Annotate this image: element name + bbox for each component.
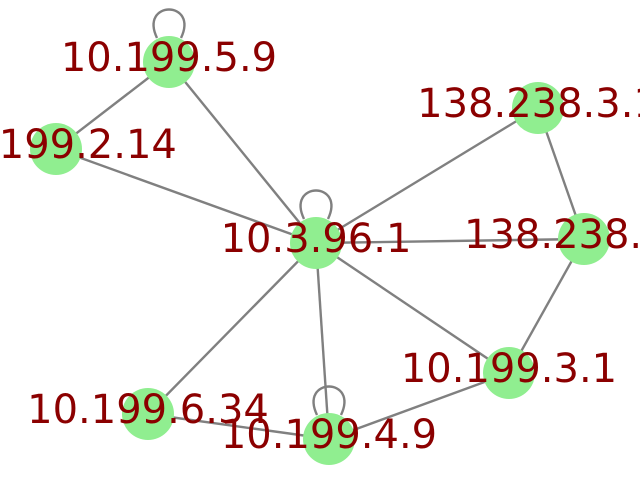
graph-edge [315, 106, 539, 245]
graph-node [122, 388, 174, 440]
self-loop-edge [312, 385, 346, 416]
self-loop-edge [152, 8, 186, 39]
node-label: 138.238.3.1 [417, 81, 640, 127]
self-loop-edge [299, 189, 333, 220]
node-label: 10.3.96.1 [221, 216, 412, 262]
graph-edge [315, 237, 585, 245]
graph-edge [315, 242, 510, 374]
graph-edge [328, 371, 510, 441]
node-layer [30, 36, 610, 465]
node-label: 10.199.4.9 [221, 412, 437, 458]
graph-node [143, 36, 195, 88]
label-layer: 10.199.5.9 10.199.2.14 10.3.96.1 138.238.3.… [0, 35, 640, 458]
graph-node [303, 413, 355, 465]
graph-node [483, 347, 535, 399]
graph-edge [147, 242, 317, 415]
node-label: 10.199.3.1 [401, 346, 617, 392]
graph-edge [55, 147, 317, 245]
graph-node [512, 82, 564, 134]
node-label: 10.199.6.34 [27, 387, 269, 433]
node-label: 10.199.5.9 [61, 35, 277, 81]
graph-edge [147, 412, 330, 441]
graph-edge [314, 242, 331, 440]
node-label: 138.238.3.x [464, 212, 640, 258]
graph-node [290, 217, 342, 269]
graph-node [30, 123, 82, 175]
graph-node [558, 213, 610, 265]
graph-edge [168, 61, 317, 244]
node-label: 10.199.2.14 [0, 122, 177, 168]
